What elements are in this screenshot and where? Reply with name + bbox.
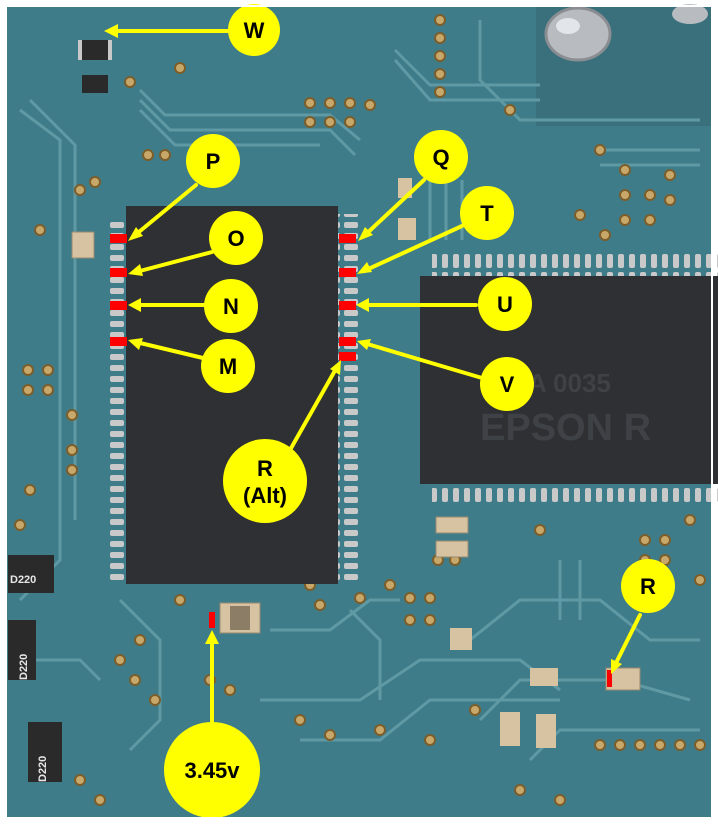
pad-marker-o: [110, 268, 127, 277]
smd-components: [8, 40, 641, 782]
solder-blob: [544, 6, 612, 62]
callout-r-alt: R (Alt): [223, 439, 307, 523]
callout-arrows: [104, 24, 642, 732]
callout-v: V: [480, 357, 534, 411]
pad-markers: [110, 234, 612, 687]
solder-blob-highlight: [556, 18, 580, 34]
silkscreen-ref-3: D220: [37, 756, 49, 782]
callout-w: W: [228, 4, 280, 56]
silkscreen-ref-1: D220: [10, 574, 36, 586]
callout-p-label: P: [206, 149, 221, 174]
pad-marker-voltage: [209, 612, 215, 628]
pad-marker-m: [110, 337, 127, 346]
callout-q: Q: [414, 130, 468, 184]
callout-m: M: [201, 339, 255, 393]
callout-r-alt-line2: (Alt): [243, 483, 287, 508]
solder-pad: [672, 4, 708, 24]
callout-t-label: T: [480, 201, 494, 226]
pad-marker-p: [110, 234, 127, 243]
callout-u-label: U: [497, 292, 513, 317]
pad-marker-q: [339, 234, 356, 243]
callout-q-label: Q: [432, 145, 449, 170]
callout-p: P: [186, 134, 240, 188]
callout-m-label: M: [219, 354, 237, 379]
callout-o: O: [209, 211, 263, 265]
pad-marker-v: [339, 337, 356, 346]
callout-voltage: 3.45v: [164, 722, 260, 818]
right-chip: A 0035 EPSON R: [420, 254, 718, 504]
callout-u: U: [478, 277, 532, 331]
pad-marker-t: [339, 268, 356, 277]
callout-voltage-label: 3.45v: [184, 758, 240, 783]
pad-marker-u: [339, 301, 356, 310]
callouts: W P O N M Q T U: [164, 4, 675, 818]
silkscreen-ref-2: D220: [18, 654, 30, 680]
right-chip-marking-2: EPSON R: [480, 407, 651, 449]
callout-n-label: N: [223, 294, 239, 319]
pad-marker-r: [607, 670, 612, 687]
pcb-vias: [14, 14, 706, 806]
callout-o-label: O: [227, 226, 244, 251]
callout-t: T: [460, 186, 514, 240]
right-chip-marking-1: A 0035: [528, 368, 611, 398]
callout-v-label: V: [500, 372, 515, 397]
callout-w-label: W: [244, 18, 265, 43]
pad-marker-r-alt: [339, 352, 356, 361]
pad-marker-n: [110, 301, 127, 310]
photo-frame: [5, 5, 713, 819]
callout-n: N: [204, 279, 258, 333]
callout-r: R: [621, 559, 675, 613]
callout-r-label: R: [640, 574, 656, 599]
callout-r-alt-line1: R: [257, 456, 273, 481]
